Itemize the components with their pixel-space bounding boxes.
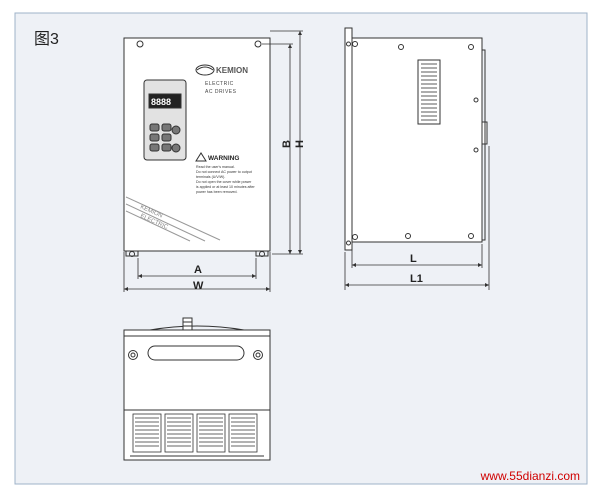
mount-hole-top-left [136,40,144,48]
side-hole [468,233,474,239]
side-hole [405,233,411,239]
side-hole [468,44,474,50]
vent-grille [132,413,162,453]
side-dimensions [344,146,490,290]
dim-label-h: H [294,140,306,148]
side-mount-flange [344,27,353,251]
warning-line: Read the user's manual. [196,165,235,169]
dim-label-w: W [193,280,204,292]
warning-text: Read the user's manual. Do not connect A… [196,165,256,194]
figure-frame [14,12,588,485]
brand-line-1: ELECTRIC [205,81,234,87]
warning-line: Do not open the cover while power [196,180,252,184]
bottom-top-curve [149,325,245,331]
brand-logo-text: KEMION [216,66,248,75]
watermark: www.55dianzi.com [480,469,580,483]
warning-title: WARNING [208,155,239,162]
dim-label-b: B [281,140,293,148]
keypad-display [148,93,182,109]
keypad-btn [149,143,160,152]
figure-label: 图3 [34,31,59,48]
bottom-hole-right [253,350,263,360]
warning-line: power has been removed. [196,190,238,194]
brand-line-2: AC DRIVES [205,89,237,95]
side-vent-slots [421,63,437,121]
front-dimensions [123,30,303,292]
bottom-cable-slot [147,345,245,361]
display-digits: 8888 [151,97,171,107]
warning-icon [195,152,207,162]
vent-grille [164,413,194,453]
keypad-btn [161,133,172,142]
bottom-vent-grilles [132,413,258,453]
side-hole [352,41,358,47]
keypad-btn [149,123,160,132]
bottom-connector [182,317,193,331]
bottom-hole-left [128,350,138,360]
side-vent-frame [417,59,441,125]
keypad-knob [171,125,181,135]
side-rail [481,49,486,241]
side-hole [398,44,404,50]
dim-label-a: A [194,264,202,276]
dim-label-l: L [410,253,417,265]
warning-line: terminals (U/V/W). [196,175,225,179]
warning-line: Do not connect AC power to output [196,170,252,174]
dim-label-l1: L1 [410,273,423,285]
side-hole [352,234,358,240]
front-view [123,37,271,257]
keypad-btn [161,143,172,152]
side-body [351,37,483,243]
warning-line: is applied or at least 10 minutes after [196,185,256,189]
keypad-btn [161,123,172,132]
keypad-btn [149,133,160,142]
mount-hole-top-right [254,40,262,48]
side-view [344,27,488,251]
keypad-knob [171,143,181,153]
vent-grille [196,413,226,453]
vent-grille [228,413,258,453]
